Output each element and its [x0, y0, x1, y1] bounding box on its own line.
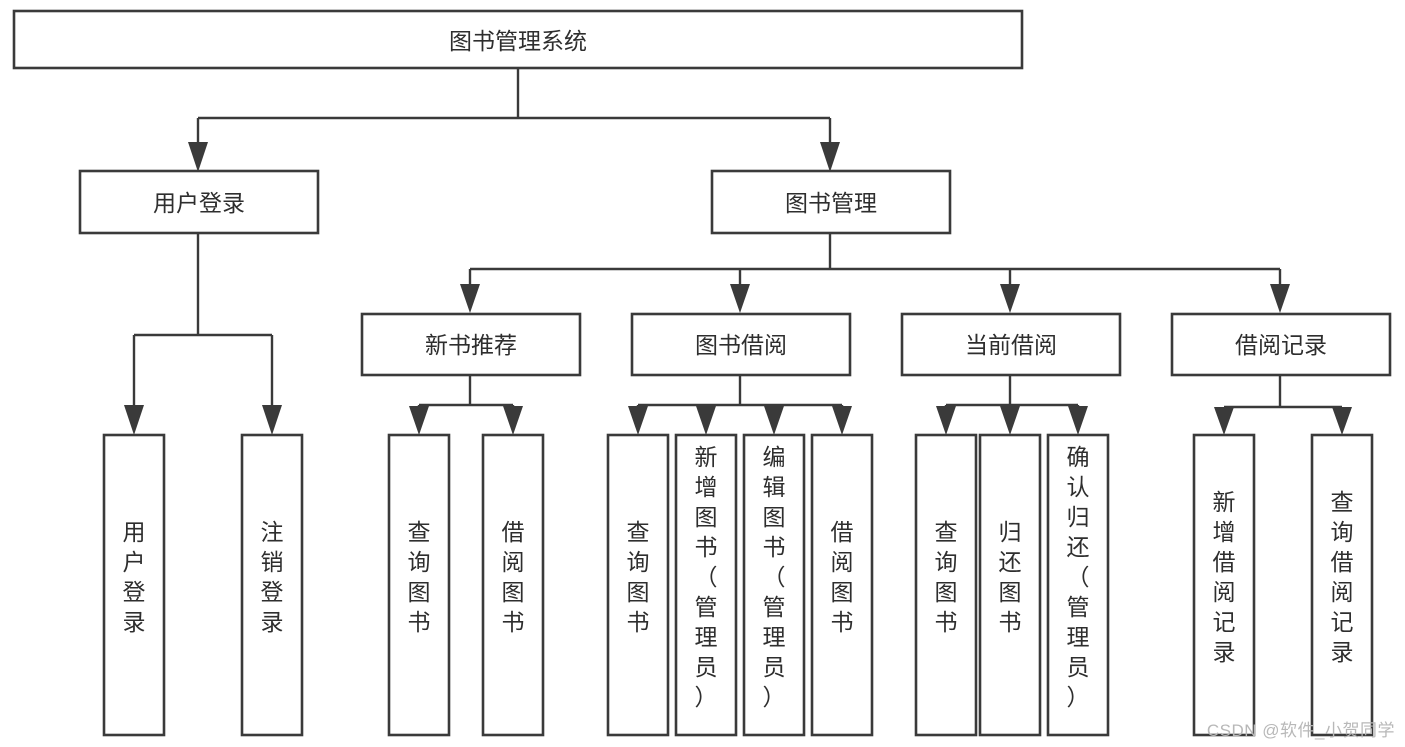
connector-group-book-borrow [628, 375, 852, 435]
node-root-label: 图书管理系统 [449, 28, 587, 54]
leaf-query-book-3[interactable]: 查询图书 [914, 433, 978, 737]
leaf-logout-box[interactable] [240, 433, 304, 737]
node-new-book-recommend-box[interactable] [360, 312, 582, 377]
arrow-head-leaf-user-login [124, 405, 144, 435]
leaf-user-login-label: 用户登录 [123, 519, 146, 635]
leaf-add-book[interactable]: 新增图书（管理员） [674, 433, 738, 737]
node-current-borrow-label: 当前借阅 [965, 332, 1057, 358]
node-root[interactable]: 图书管理系统 [12, 9, 1024, 70]
arrow-head-new-book-recommend [460, 284, 480, 313]
connector-group-borrow-record [1214, 375, 1352, 435]
leaf-query-record[interactable]: 查询借阅记录 [1310, 433, 1374, 737]
node-book-borrow-box[interactable] [630, 312, 852, 377]
leaf-borrow-book-2[interactable]: 借阅图书 [810, 433, 874, 737]
arrow-head-leaf-query-book-1 [409, 406, 429, 435]
leaf-query-book-2-box[interactable] [606, 433, 670, 737]
leaf-query-book-1[interactable]: 查询图书 [387, 433, 451, 737]
leaf-query-record-box[interactable] [1310, 433, 1374, 737]
leaf-query-book-1-label: 查询图书 [408, 519, 431, 635]
arrow-head-leaf-add-record [1214, 407, 1234, 435]
connector-group-new-book-recommend [409, 375, 523, 435]
node-book-borrow[interactable]: 图书借阅 [630, 312, 852, 377]
arrow-head-leaf-edit-book [764, 406, 784, 435]
leaf-query-book-2[interactable]: 查询图书 [606, 433, 670, 737]
node-book-management[interactable]: 图书管理 [710, 169, 952, 235]
leaf-query-book-2-label: 查询图书 [627, 519, 650, 635]
arrow-head-leaf-query-record [1332, 407, 1352, 435]
leaf-borrow-book-1-box[interactable] [481, 433, 545, 737]
leaf-add-record[interactable]: 新增借阅记录 [1192, 433, 1256, 737]
leaf-borrow-book-1-label: 借阅图书 [502, 519, 525, 635]
arrow-head-leaf-borrow-book-1 [503, 406, 523, 435]
leaf-confirm-return[interactable]: 确认归还（管理员） [1046, 433, 1110, 737]
arrow-head-leaf-borrow-book-2 [832, 406, 852, 435]
arrow-head-leaf-return-book [1000, 406, 1020, 435]
arrow-head-leaf-query-book-3 [936, 406, 956, 435]
arrow-head-leaf-add-book [696, 406, 716, 435]
leaf-edit-book[interactable]: 编辑图书（管理员） [742, 433, 806, 737]
node-borrow-record-box[interactable] [1170, 312, 1392, 377]
leaf-logout-label: 注销登录 [261, 519, 284, 635]
connector-group-book-management [460, 233, 1290, 313]
leaf-confirm-return-label: 确认归还（管理员） [1067, 444, 1090, 710]
leaf-add-record-label: 新增借阅记录 [1213, 489, 1236, 665]
arrow-head-leaf-confirm-return [1068, 406, 1088, 435]
leaf-add-book-box[interactable] [674, 433, 738, 737]
arrow-head-current-borrow [1000, 284, 1020, 313]
leaf-return-book[interactable]: 归还图书 [978, 433, 1042, 737]
leaf-user-login-box[interactable] [102, 433, 166, 737]
leaf-borrow-book-2-label: 借阅图书 [831, 519, 854, 635]
leaf-confirm-return-box[interactable] [1046, 433, 1110, 737]
arrow-head-borrow-record [1270, 284, 1290, 313]
leaf-return-book-box[interactable] [978, 433, 1042, 737]
arrow-head-user-login [188, 142, 208, 172]
leaf-user-login[interactable]: 用户登录 [102, 433, 166, 737]
leaf-edit-book-label: 编辑图书（管理员） [763, 444, 786, 710]
connector-group-root [188, 68, 840, 172]
node-book-borrow-label: 图书借阅 [695, 332, 787, 358]
node-user-login-box[interactable] [78, 169, 320, 235]
leaf-query-record-label: 查询借阅记录 [1331, 489, 1354, 665]
node-new-book-recommend-label: 新书推荐 [425, 332, 517, 358]
connector-group-current-borrow [936, 375, 1088, 435]
node-borrow-record[interactable]: 借阅记录 [1170, 312, 1392, 377]
node-book-management-box[interactable] [710, 169, 952, 235]
leaf-add-book-label: 新增图书（管理员） [695, 444, 718, 710]
node-user-login[interactable]: 用户登录 [78, 169, 320, 235]
leaf-logout[interactable]: 注销登录 [240, 433, 304, 737]
arrow-head-leaf-logout [262, 405, 282, 435]
arrow-head-book-management [820, 142, 840, 172]
arrow-head-leaf-query-book-2 [628, 406, 648, 435]
node-user-login-label: 用户登录 [153, 190, 245, 216]
leaf-query-book-1-box[interactable] [387, 433, 451, 737]
leaf-edit-book-box[interactable] [742, 433, 806, 737]
node-new-book-recommend[interactable]: 新书推荐 [360, 312, 582, 377]
arrow-head-book-borrow [730, 284, 750, 313]
leaf-borrow-book-2-box[interactable] [810, 433, 874, 737]
node-borrow-record-label: 借阅记录 [1235, 332, 1327, 358]
leaf-add-record-box[interactable] [1192, 433, 1256, 737]
node-book-management-label: 图书管理 [785, 190, 877, 216]
node-root-box[interactable] [12, 9, 1024, 70]
leaf-query-book-3-box[interactable] [914, 433, 978, 737]
node-current-borrow[interactable]: 当前借阅 [900, 312, 1122, 377]
leaf-return-book-label: 归还图书 [999, 519, 1022, 635]
connector-group-user-login [124, 233, 282, 435]
leaf-borrow-book-1[interactable]: 借阅图书 [481, 433, 545, 737]
node-current-borrow-box[interactable] [900, 312, 1122, 377]
leaf-query-book-3-label: 查询图书 [935, 519, 958, 635]
